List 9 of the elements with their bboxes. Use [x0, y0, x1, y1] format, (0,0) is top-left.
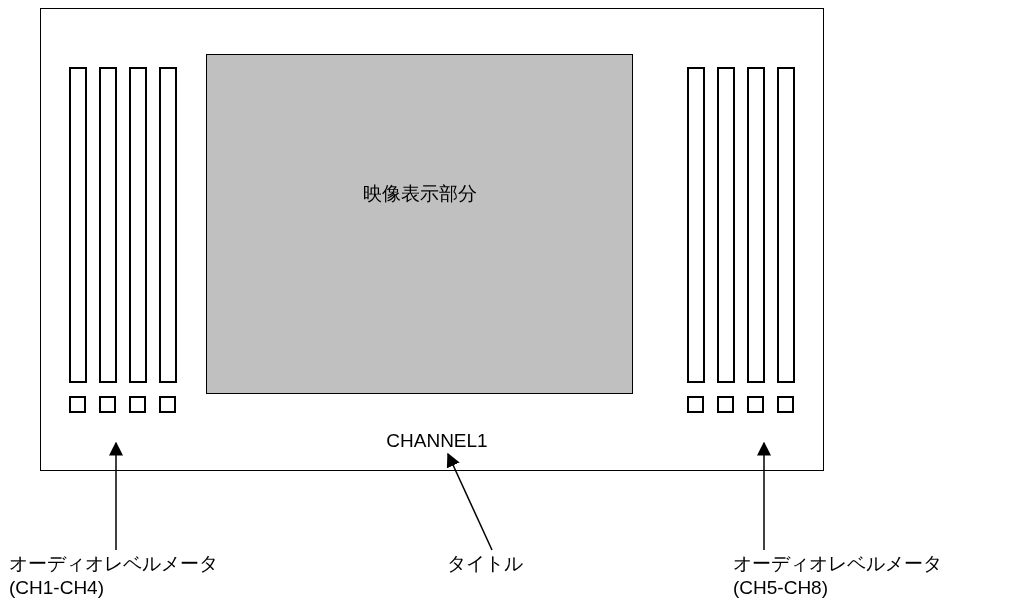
- callout-label: オーディオレベルメータ (CH5-CH8): [733, 552, 942, 600]
- callout-label: タイトル: [447, 552, 523, 576]
- callout-label: オーディオレベルメータ (CH1-CH4): [9, 552, 218, 600]
- leader-arrow: [446, 452, 493, 551]
- video-display-area: 映像表示部分: [206, 54, 633, 394]
- leader-arrow: [109, 441, 123, 551]
- channel-title: CHANNEL1: [377, 429, 497, 453]
- leader-arrow: [757, 441, 771, 551]
- screen-frame: [40, 8, 824, 471]
